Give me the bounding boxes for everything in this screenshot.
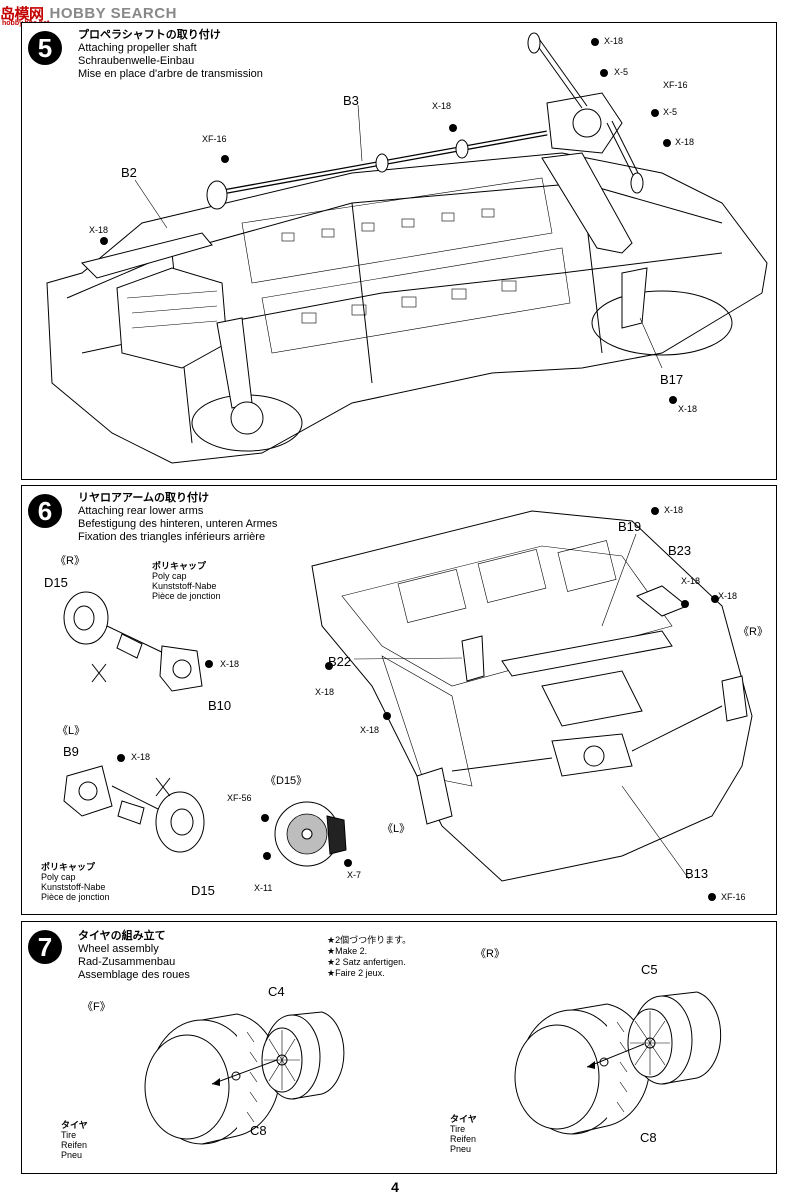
wheel-assembly-drawing — [144, 991, 722, 1145]
title-fr: Mise en place d'arbre de transmission — [78, 68, 263, 80]
title-fr: Fixation des triangles inférieurs arrièr… — [78, 531, 266, 543]
part-b23-label: B23 — [668, 543, 692, 558]
part-b19-label: B19 — [618, 519, 642, 534]
screw-x7-label: X-7 — [347, 870, 362, 880]
screw-x18-label: X-18 — [604, 36, 624, 46]
screw-x18-label: X-18 — [718, 591, 738, 601]
title-fr: Assemblage des roues — [78, 969, 190, 981]
screw-x18-label: X-18 — [220, 659, 240, 669]
step-title: プロペラシャフトの取り付け Attaching propeller shaft … — [78, 29, 263, 81]
part-b17-label: B17 — [660, 372, 684, 387]
side-r-label: 《R》 — [55, 555, 85, 567]
step-title: タイヤの組み立て Wheel assembly Rad-Zusammenbau … — [78, 930, 190, 982]
rear-lower-arm-drawing — [63, 507, 753, 901]
part-c4-label: C4 — [268, 984, 285, 999]
title-en: Attaching rear lower arms — [78, 505, 204, 517]
screw-xf16-label: XF-16 — [663, 80, 688, 90]
screw-xf16-label: XF-16 — [202, 134, 227, 144]
part-b9-label: B9 — [63, 744, 79, 759]
step-number: 5 — [28, 31, 62, 65]
part-b3-label: B3 — [343, 93, 359, 108]
part-b2-label: B2 — [121, 165, 137, 180]
title-en: Wheel assembly — [78, 943, 159, 955]
title-jp: リヤロアアームの取り付け — [78, 492, 210, 504]
step-5-panel: 5 プロペラシャフトの取り付け Attaching propeller shaf… — [21, 22, 777, 480]
screw-icon — [100, 38, 677, 404]
title-jp: プロペラシャフトの取り付け — [78, 29, 221, 41]
watermark-search: HOBBY SEARCH — [49, 4, 177, 22]
step-6-panel: 6 リヤロアアームの取り付け Attaching rear lower arms… — [21, 485, 777, 915]
part-b22-label: B22 — [328, 654, 352, 669]
screw-x18-label: X-18 — [675, 137, 695, 147]
tire-callout: タイヤ Tire Reifen Pneu — [61, 1120, 88, 1160]
page-number: 4 — [391, 1179, 399, 1195]
part-c8-label: C8 — [640, 1130, 657, 1145]
step-title: リヤロアアームの取り付け Attaching rear lower arms B… — [78, 492, 277, 544]
screw-x5-label: X-5 — [614, 67, 629, 77]
screw-x18-label: X-18 — [89, 225, 109, 235]
title-en: Attaching propeller shaft — [78, 42, 197, 54]
screw-x18-label: X-18 — [678, 404, 698, 414]
screw-x18-label: X-18 — [360, 725, 380, 735]
title-de: Rad-Zusammenbau — [78, 956, 176, 968]
title-de: Befestigung des hinteren, unteren Armes — [78, 518, 278, 530]
step-number: 7 — [28, 930, 62, 964]
side-l-label: 《L》 — [57, 725, 86, 737]
d15-detail-label: 《D15》 — [265, 775, 308, 787]
screw-x18-label: X-18 — [131, 752, 151, 762]
screw-x18-label: X-18 — [681, 576, 701, 586]
side-l-main-label: 《L》 — [382, 823, 411, 835]
watermark-brand: 岛模网 — [0, 5, 44, 23]
paint-xf56-label: XF-56 — [227, 793, 252, 803]
polycap-callout: ポリキャップ Poly cap Kunststoff-Nabe Pièce de… — [152, 561, 221, 601]
tire-callout: タイヤ Tire Reifen Pneu — [450, 1114, 477, 1154]
side-r-main-label: 《R》 — [738, 626, 768, 638]
polycap-callout: ポリキャップ Poly cap Kunststoff-Nabe Pièce de… — [41, 862, 110, 902]
step-number: 6 — [28, 494, 62, 528]
screw-x18-label: X-18 — [432, 101, 452, 111]
paint-xf16-label: XF-16 — [721, 892, 746, 902]
part-b13-label: B13 — [685, 866, 709, 881]
screw-x18-label: X-18 — [315, 687, 335, 697]
chassis-propeller-shaft-drawing — [46, 32, 768, 464]
part-d15-label: D15 — [44, 575, 68, 590]
front-label: 《F》 — [82, 1001, 111, 1013]
part-c8-label: C8 — [250, 1123, 267, 1138]
screw-x5-label: X-5 — [663, 107, 678, 117]
part-b10-label: B10 — [208, 698, 232, 713]
part-d15-label: D15 — [191, 883, 215, 898]
title-de: Schraubenwelle-Einbau — [78, 55, 195, 67]
rear-label: 《R》 — [475, 948, 505, 960]
screw-icon — [117, 507, 719, 901]
step-7-panel: 7 タイヤの組み立て Wheel assembly Rad-Zusammenba… — [21, 921, 777, 1174]
part-c5-label: C5 — [641, 962, 658, 977]
screw-x11-label: X-11 — [254, 883, 273, 893]
title-jp: タイヤの組み立て — [78, 930, 166, 942]
screw-x18-label: X-18 — [664, 505, 684, 515]
make-two-note: ★2個づつ作ります。 ★Make 2. ★2 Satz anfertigen. … — [327, 935, 412, 978]
